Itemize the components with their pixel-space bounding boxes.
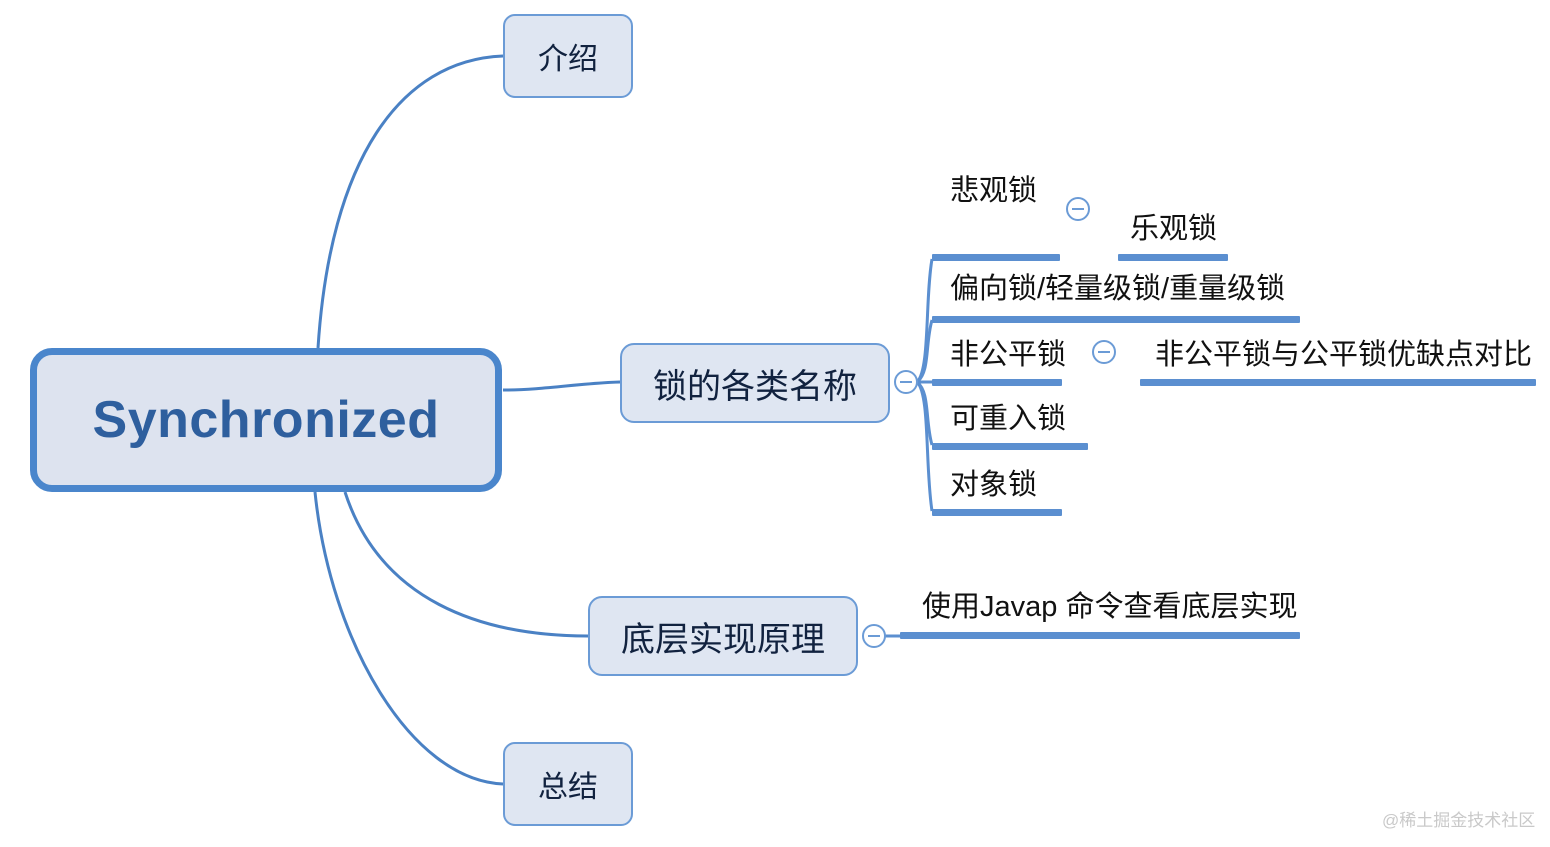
leaf-biased-lightweight-heavyweight-lock[interactable]: 偏向锁/轻量级锁/重量级锁 <box>950 273 1286 305</box>
leaf-unfair-vs-fair-comparison-label: 非公平锁与公平锁优缺点对比 <box>1155 339 1533 371</box>
link-root-summary <box>313 491 504 786</box>
collapse-toggle-pessimistic-lock[interactable] <box>1066 197 1090 221</box>
link-root-introduction <box>316 54 504 349</box>
link-locknames-biased <box>915 319 934 384</box>
link-root-principle <box>343 491 589 638</box>
node-underlying-principle[interactable]: 底层实现原理 <box>588 596 858 676</box>
leaf-pessimistic-lock-label: 悲观锁 <box>950 175 1038 207</box>
bar-optimistic-lock <box>1118 254 1228 261</box>
collapse-toggle-lock-names[interactable] <box>894 370 918 394</box>
bar-biased-lightweight-heavyweight-lock <box>932 316 1300 323</box>
leaf-unfair-lock[interactable]: 非公平锁 <box>950 339 1067 371</box>
link-root-locknames <box>502 380 621 392</box>
leaf-javap-command-label: 使用Javap 命令查看底层实现 <box>922 591 1298 623</box>
leaf-biased-lightweight-heavyweight-lock-label: 偏向锁/轻量级锁/重量级锁 <box>950 273 1286 305</box>
watermark-label: @稀土掘金技术社区 <box>1382 811 1536 830</box>
leaf-javap-command[interactable]: 使用Javap 命令查看底层实现 <box>922 591 1298 623</box>
node-introduction[interactable]: 介绍 <box>503 14 633 98</box>
link-locknames-reentrant <box>915 380 934 446</box>
node-introduction-label: 介绍 <box>538 43 598 76</box>
leaf-optimistic-lock-label: 乐观锁 <box>1130 213 1218 245</box>
node-summary-label: 总结 <box>538 771 598 804</box>
collapse-toggle-unfair-lock[interactable] <box>1092 340 1116 364</box>
watermark: @稀土掘金技术社区 <box>1382 806 1535 831</box>
root-node-label: Synchronized <box>92 391 440 449</box>
leaf-unfair-lock-label: 非公平锁 <box>950 339 1067 371</box>
leaf-object-lock[interactable]: 对象锁 <box>950 469 1038 501</box>
leaf-pessimistic-lock[interactable]: 悲观锁 <box>950 175 1038 207</box>
bar-javap-command <box>900 632 1300 639</box>
leaf-object-lock-label: 对象锁 <box>950 469 1038 501</box>
leaf-reentrant-lock[interactable]: 可重入锁 <box>950 403 1067 435</box>
link-locknames-pessimistic <box>915 258 934 384</box>
bar-object-lock <box>932 509 1062 516</box>
root-node[interactable]: Synchronized <box>30 348 502 492</box>
node-lock-names-label: 锁的各类名称 <box>653 367 857 406</box>
link-locknames-object <box>915 380 934 512</box>
bar-unfair-lock <box>932 379 1062 386</box>
bar-reentrant-lock <box>932 443 1088 450</box>
leaf-unfair-vs-fair-comparison[interactable]: 非公平锁与公平锁优缺点对比 <box>1155 339 1533 371</box>
bar-pessimistic-lock <box>932 254 1060 261</box>
node-lock-names[interactable]: 锁的各类名称 <box>620 343 890 423</box>
node-summary[interactable]: 总结 <box>503 742 633 826</box>
bar-unfair-vs-fair-comparison <box>1140 379 1536 386</box>
leaf-optimistic-lock[interactable]: 乐观锁 <box>1130 213 1218 245</box>
node-underlying-principle-label: 底层实现原理 <box>621 620 825 659</box>
collapse-toggle-underlying-principle[interactable] <box>862 624 886 648</box>
leaf-reentrant-lock-label: 可重入锁 <box>950 403 1067 435</box>
